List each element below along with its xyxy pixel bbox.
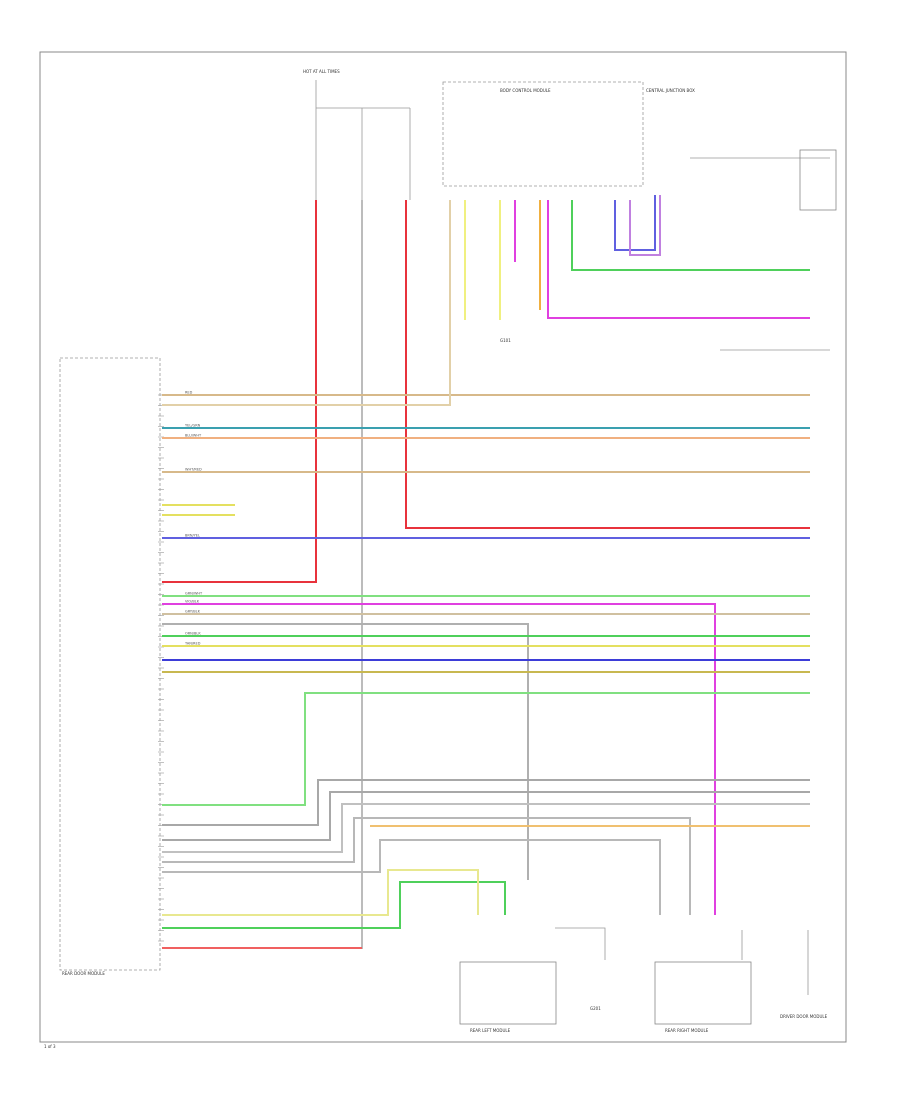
wire-green-bcm <box>571 200 810 271</box>
wire-gray-6 <box>162 817 691 915</box>
wire-green-3 <box>162 692 810 806</box>
wire-red-bcm <box>405 200 810 529</box>
rear-right-module-box <box>654 961 752 1025</box>
wire-code-label: GRY/BLK <box>185 610 201 614</box>
wire-gray-7 <box>162 839 661 915</box>
wire-magenta-bcm-2 <box>547 200 810 319</box>
left-module-label: REAR DOOR MODULE <box>62 971 105 976</box>
wire-code-label: RED <box>185 391 193 395</box>
ground-1-label: G101 <box>500 338 511 343</box>
rear-left-module-label: REAR LEFT MODULE <box>470 1028 511 1033</box>
wire-red-main <box>162 200 317 583</box>
wire-code-label: YEL/GRN <box>185 424 201 428</box>
wire-code-label: TAN/RED <box>184 642 201 646</box>
fuse-block-label: HOT AT ALL TIMES <box>303 69 340 74</box>
wire-code-label: BRN/YEL <box>185 534 200 538</box>
wire-code-labels: RED YEL/GRN BLU/WHT WHT/RED BRN/YEL GRN/WHT VI… <box>184 391 203 646</box>
page-footer: 1 of 3 <box>44 1044 56 1049</box>
ground-2-label: G201 <box>590 1006 601 1011</box>
bcm-box <box>442 81 644 187</box>
left-module-box <box>59 357 161 971</box>
wire-gray-main <box>162 200 363 949</box>
driver-module-label: DRIVER DOOR MODULE <box>780 1014 828 1019</box>
wire-gray-5 <box>162 803 810 853</box>
wire-gray-2 <box>162 623 529 880</box>
wire-magenta-bcm-3 <box>629 195 661 256</box>
wire-code-label: GRN/WHT <box>185 592 203 596</box>
wire-yellow-4 <box>162 869 479 916</box>
wire-code-label: BLU/WHT <box>185 434 202 438</box>
wire-gray-3 <box>162 779 810 826</box>
wire-magenta-1 <box>162 603 716 915</box>
wire-gray-4 <box>162 791 810 841</box>
wire-green-4 <box>162 881 506 929</box>
rear-right-module-label: REAR RIGHT MODULE <box>665 1028 709 1033</box>
bcm-label: BODY CONTROL MODULE <box>500 88 551 93</box>
wire-code-label: VIO/BLK <box>185 600 200 604</box>
wire-blue-bcm <box>614 195 656 251</box>
central-junction-label: CENTRAL JUNCTION BOX <box>646 88 695 93</box>
diagram-frame <box>39 51 847 1043</box>
wire-code-label: WHT/RED <box>185 468 202 472</box>
wire-code-label: ORN/BLK <box>185 632 201 636</box>
wire-tan-2 <box>162 200 451 406</box>
rear-left-module-box <box>459 961 557 1025</box>
left-module-pins <box>158 394 164 942</box>
